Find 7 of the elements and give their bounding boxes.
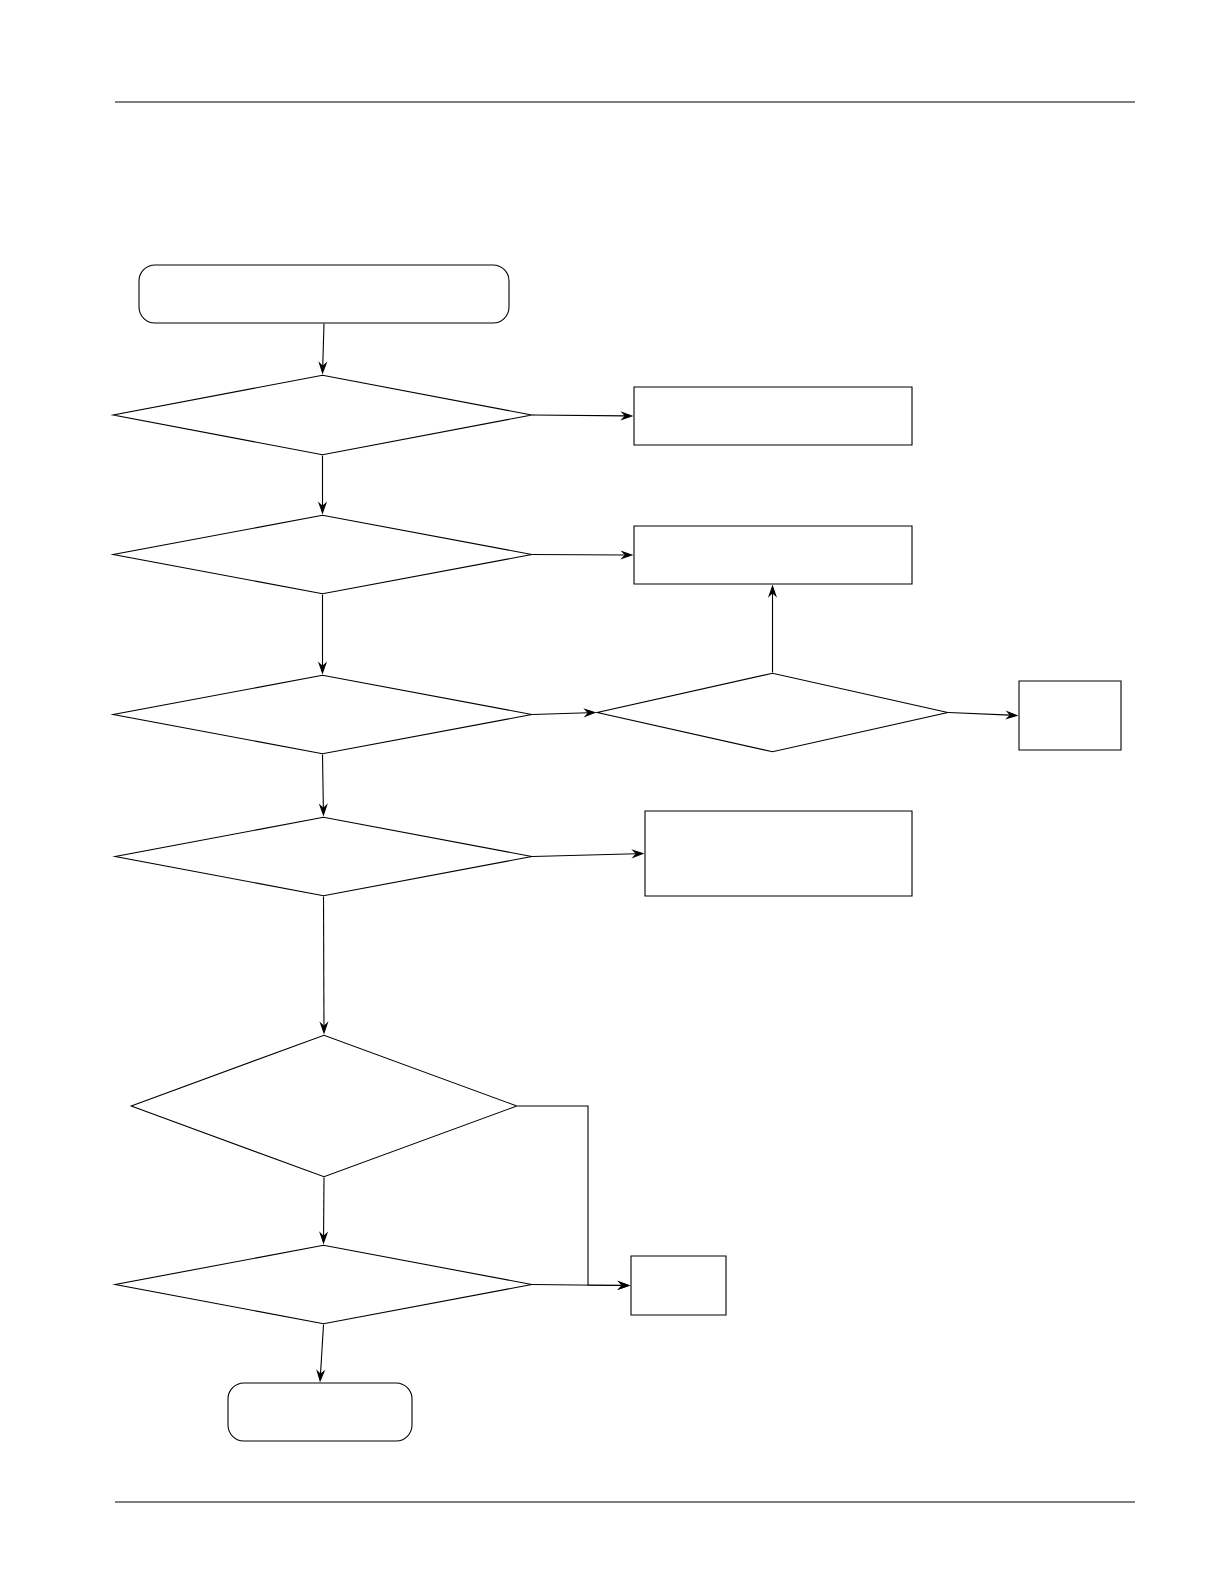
process-box [630, 1255, 727, 1316]
process-box [633, 386, 913, 446]
process-box [633, 525, 913, 585]
process-box [1018, 680, 1122, 751]
process-box [644, 810, 913, 897]
terminal-box [227, 1382, 413, 1442]
terminal-box [138, 264, 510, 324]
